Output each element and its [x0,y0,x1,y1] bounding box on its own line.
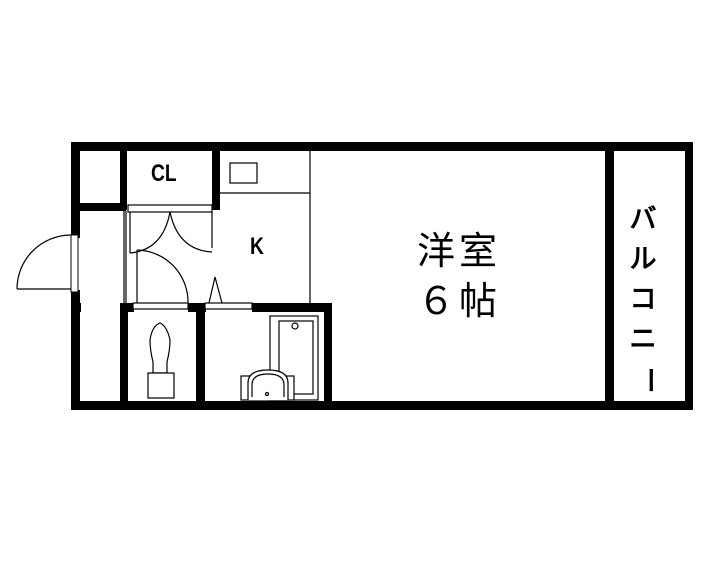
outer-walls [71,142,693,410]
western-room-size: ６帖 [416,279,501,323]
stove [229,162,258,184]
balcony-char: ニ [629,324,657,355]
bath-door [204,276,253,310]
closet-label: CL [151,160,177,187]
thin-lines [123,151,311,303]
balcony-char: コ [629,284,657,315]
balcony-char: ル [629,244,657,275]
western-room-label: 洋室 ６帖 [404,226,514,326]
closet-double-door [127,204,213,254]
interior-door [132,249,189,310]
balcony-label: バ ル コ ニ ー [628,200,665,400]
kitchen-label: K [250,233,264,260]
entrance-door [16,234,79,293]
balcony-char: ー [633,366,664,394]
western-room-type: 洋室 [416,229,501,273]
balcony-char: バ [629,204,657,235]
interior-walls [71,142,614,410]
toilet [147,322,175,399]
washbasin [240,369,295,401]
